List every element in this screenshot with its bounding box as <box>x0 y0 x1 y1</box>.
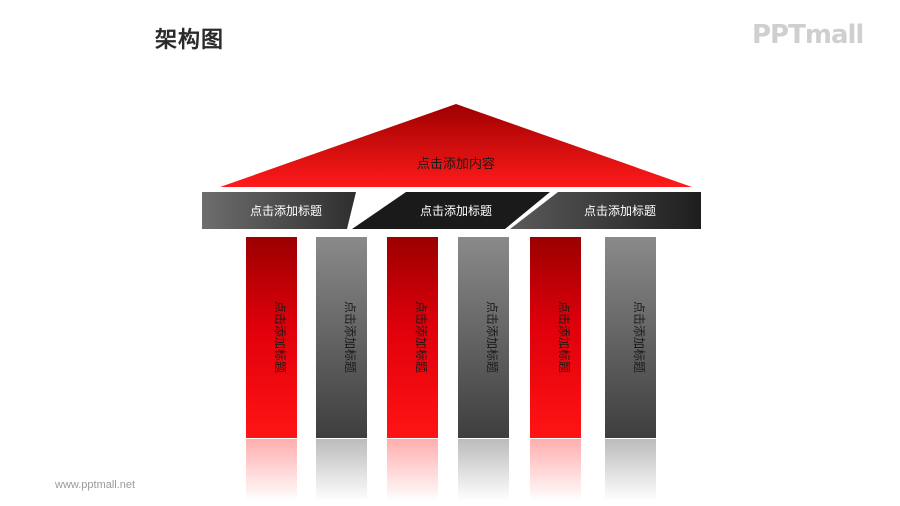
roof-triangle[interactable] <box>220 104 692 187</box>
beam-label-left: 点击添加标题 <box>250 204 322 218</box>
pillar-6-reflection <box>605 439 656 501</box>
beam-label-center: 点击添加标题 <box>420 204 492 218</box>
pillar-4-label: 点击添加标题 <box>485 301 499 373</box>
pillars: 点击添加标题 点击添加标题 点击添加标题 点击添加标题 点击添加标题 点击添加标… <box>246 237 656 501</box>
pillar-1-reflection <box>246 439 297 501</box>
brand-logo: PPTmall <box>752 20 864 50</box>
pillar-1-label: 点击添加标题 <box>273 301 287 373</box>
beam-segment-right[interactable] <box>510 192 701 229</box>
beam-segment-center[interactable] <box>352 192 550 229</box>
pillar-3-reflection <box>387 439 438 501</box>
pillar-2-label: 点击添加标题 <box>343 301 357 373</box>
pillar-5-label: 点击添加标题 <box>557 301 571 373</box>
beam: 点击添加标题 点击添加标题 点击添加标题 <box>202 192 701 229</box>
pillar-4-reflection <box>458 439 509 501</box>
page-title: 架构图 <box>155 28 225 53</box>
beam-segment-left[interactable] <box>202 192 356 229</box>
pillar-6[interactable] <box>605 237 656 438</box>
pillar-2-reflection <box>316 439 367 501</box>
pillar-1[interactable] <box>246 237 297 438</box>
pillar-5-reflection <box>530 439 581 501</box>
footer-url[interactable]: www.pptmall.net <box>55 479 136 491</box>
roof-label: 点击添加内容 <box>417 156 495 172</box>
pillar-3-label: 点击添加标题 <box>414 301 428 373</box>
pillar-3[interactable] <box>387 237 438 438</box>
beam-label-right: 点击添加标题 <box>584 204 656 218</box>
pillar-6-label: 点击添加标题 <box>632 301 646 373</box>
pillar-5[interactable] <box>530 237 581 438</box>
pillar-4[interactable] <box>458 237 509 438</box>
pillar-2[interactable] <box>316 237 367 438</box>
